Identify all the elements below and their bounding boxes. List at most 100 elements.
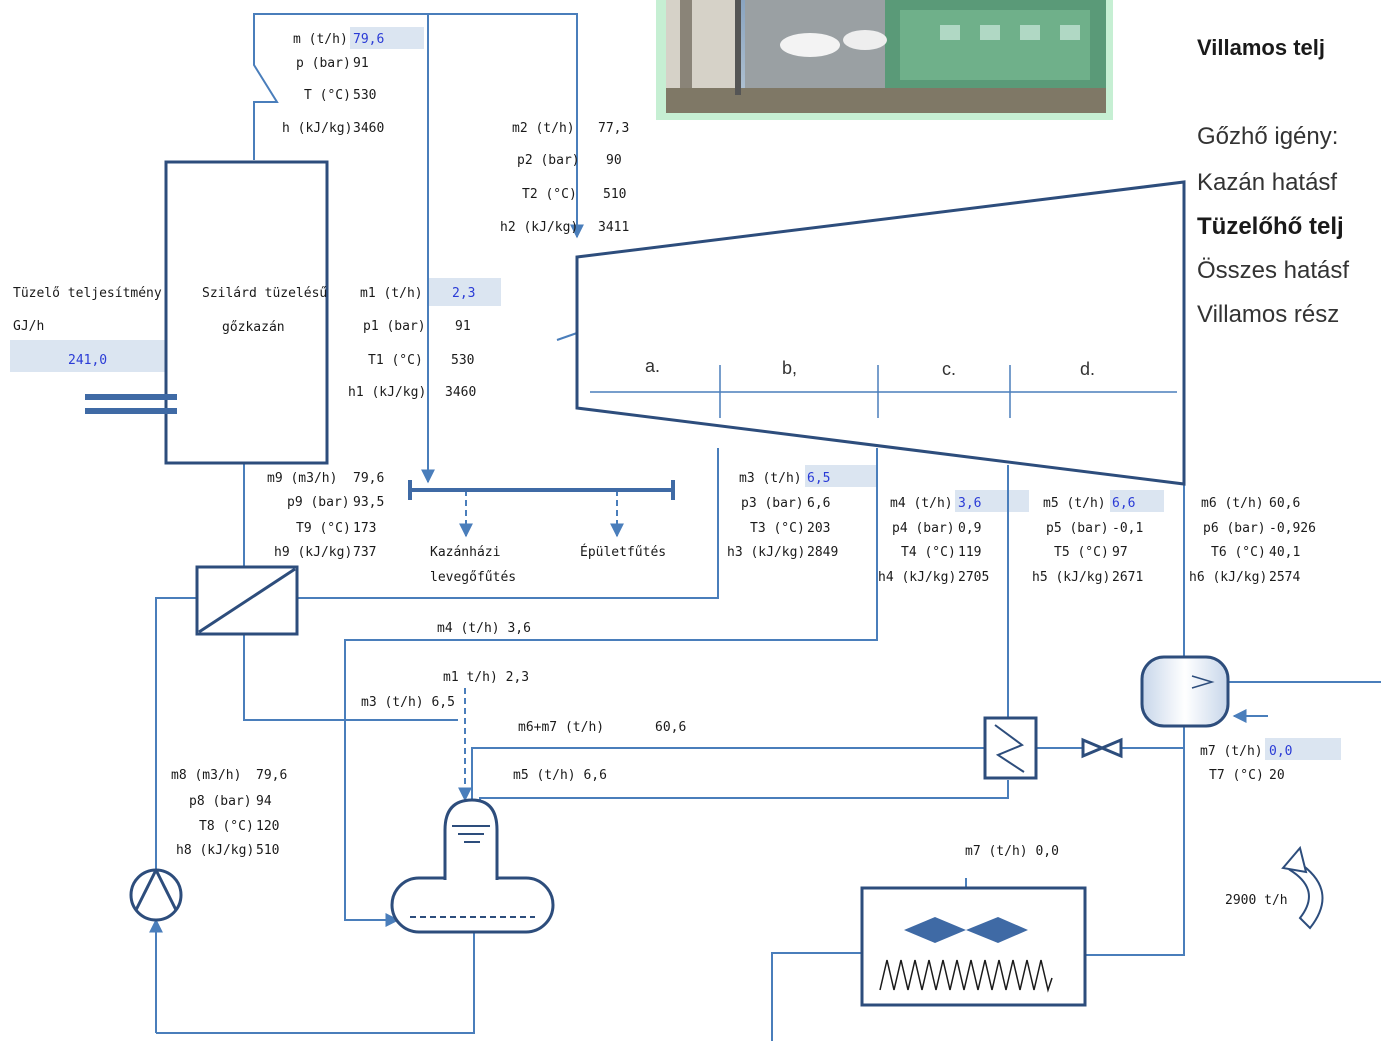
st4-m-value: 3,6: [958, 496, 981, 511]
st5-m-value: 6,6: [1112, 496, 1135, 511]
st9-m-value: 79,6: [353, 471, 384, 486]
inlet-m-label: m (t/h): [293, 32, 348, 47]
st2-h-label: h2 (kJ/kg): [500, 220, 578, 235]
st1-T-label: T1 (°C): [368, 353, 423, 368]
st4-h-label: h4 (kJ/kg): [878, 570, 956, 585]
st2-T-value: 510: [603, 187, 626, 202]
st9-T-value: 173: [353, 521, 376, 536]
st8-p-value: 94: [256, 794, 272, 809]
st3-T-value: 203: [807, 521, 830, 536]
panel-line-5: Villamos rész: [1197, 301, 1339, 328]
flow-m5: m5 (t/h) 6,6: [513, 768, 607, 783]
steam-header: [408, 480, 675, 500]
st8-m-value: 79,6: [256, 768, 287, 783]
feedwater-heater: [195, 565, 299, 636]
stream-2-labels: m2 (t/h) 77,3 p2 (bar) 90 T2 (°C) 510 h2…: [500, 121, 629, 235]
st1-p-value: 91: [455, 319, 471, 334]
circulation-arrow-icon: [1281, 845, 1324, 930]
st2-m-label: m2 (t/h): [512, 121, 575, 136]
fuel-unit: GJ/h: [13, 319, 44, 334]
st2-T-label: T2 (°C): [522, 187, 577, 202]
st1-T-value: 530: [451, 353, 474, 368]
st5-h-value: 2671: [1112, 570, 1143, 585]
user-1-line-1: Kazánházi: [430, 545, 500, 560]
flow-labels: m4 (t/h) 3,6 m1 t/h) 2,3 m3 (t/h) 6,5 m6…: [361, 621, 1059, 859]
st3-p-label: p3 (bar): [741, 496, 804, 511]
st2-h-value: 3411: [598, 220, 629, 235]
st1-h-value: 3460: [445, 385, 476, 400]
st5-T-value: 97: [1112, 545, 1128, 560]
st8-h-value: 510: [256, 843, 279, 858]
flow-m4: m4 (t/h) 3,6: [437, 621, 531, 636]
st2-m-value: 77,3: [598, 121, 629, 136]
st1-m-value: 2,3: [452, 286, 475, 301]
flow-m67-value: 60,6: [655, 720, 686, 735]
feed-pump: [129, 868, 183, 922]
cooling-tower: [860, 886, 1087, 1007]
st5-p-value: -0,1: [1112, 521, 1143, 536]
st4-p-label: p4 (bar): [892, 521, 955, 536]
st6-h-label: h6 (kJ/kg): [1189, 570, 1267, 585]
stream-6-labels: m6 (t/h) 60,6 p6 (bar) -0,926 T6 (°C) 40…: [1189, 496, 1316, 585]
inlet-T-value: 530: [353, 88, 376, 103]
st6-T-value: 40,1: [1269, 545, 1300, 560]
flow-m7-tower: m7 (t/h) 0,0: [965, 844, 1059, 859]
st6-p-value: -0,926: [1269, 521, 1316, 536]
stream-1-labels: m1 (t/h) 2,3 p1 (bar) 91 T1 (°C) 530 h1 …: [348, 286, 476, 400]
turbine-section-d: d.: [1080, 359, 1095, 379]
st6-m-label: m6 (t/h): [1201, 496, 1264, 511]
stream-3-labels: m3 (t/h) 6,5 p3 (bar) 6,6 T3 (°C) 203 h3…: [727, 471, 838, 560]
st2-p-label: p2 (bar): [517, 153, 580, 168]
inlet-m-value: 79,6: [353, 32, 384, 47]
flow-m67-label: m6+m7 (t/h): [518, 720, 604, 735]
boiler-label-2: gőzkazán: [222, 320, 285, 335]
user-1-line-2: levegőfűtés: [430, 570, 516, 585]
fuel-labels: Tüzelő teljesítmény GJ/h 241,0: [13, 286, 162, 368]
inlet-p-value: 91: [353, 56, 369, 71]
flow-m1: m1 t/h) 2,3: [443, 670, 529, 685]
condensate-cooler: [983, 716, 1038, 780]
panel-line-2: Kazán hatásf: [1197, 169, 1337, 196]
flow-m3: m3 (t/h) 6,5: [361, 695, 455, 710]
user-2: Épületfűtés: [580, 544, 666, 560]
st3-h-label: h3 (kJ/kg): [727, 545, 805, 560]
st9-p-value: 93,5: [353, 495, 384, 510]
st5-m-label: m5 (t/h): [1043, 496, 1106, 511]
fuel-label: Tüzelő teljesítmény: [13, 286, 162, 301]
st3-m-value: 6,5: [807, 471, 830, 486]
valve: [1081, 737, 1123, 759]
st7-m-label: m7 (t/h): [1200, 744, 1263, 759]
header-users: Kazánházi levegőfűtés Épületfűtés: [430, 544, 666, 585]
stream-9-labels: m9 (m3/h) 79,6 p9 (bar) 93,5 T9 (°C) 173…: [267, 471, 384, 560]
condenser: [1140, 655, 1230, 728]
st8-p-label: p8 (bar): [189, 794, 252, 809]
st8-h-label: h8 (kJ/kg): [176, 843, 254, 858]
st4-p-value: 0,9: [958, 521, 981, 536]
right-panel: Villamos telj Gőzhő igény: Kazán hatásf …: [1197, 35, 1349, 328]
st6-T-label: T6 (°C): [1211, 545, 1266, 560]
st8-T-value: 120: [256, 819, 279, 834]
st1-m-label: m1 (t/h): [360, 286, 423, 301]
st9-p-label: p9 (bar): [287, 495, 350, 510]
st3-p-value: 6,6: [807, 496, 830, 511]
panel-line-1: Gőzhő igény:: [1197, 123, 1338, 150]
st7-T-value: 20: [1269, 768, 1285, 783]
st4-m-label: m4 (t/h): [890, 496, 953, 511]
stream-inlet-labels: m (t/h) 79,6 p (bar) 91 T (°C) 530 h (kJ…: [282, 32, 384, 136]
stream-8-labels: m8 (m3/h) 79,6 p8 (bar) 94 T8 (°C) 120 h…: [171, 768, 287, 858]
st3-m-label: m3 (t/h): [739, 471, 802, 486]
st8-m-label: m8 (m3/h): [171, 768, 241, 783]
st9-T-label: T9 (°C): [296, 521, 351, 536]
deaerator: [390, 798, 555, 934]
inlet-h-label: h (kJ/kg): [282, 121, 352, 136]
st3-h-value: 2849: [807, 545, 838, 560]
st1-h-label: h1 (kJ/kg): [348, 385, 426, 400]
st9-h-label: h9 (kJ/kg): [274, 545, 352, 560]
turbine: a. b, c. d.: [575, 180, 1186, 486]
st9-m-label: m9 (m3/h): [267, 471, 337, 486]
inlet-h-value: 3460: [353, 121, 384, 136]
st1-p-label: p1 (bar): [363, 319, 426, 334]
inlet-T-label: T (°C): [304, 88, 351, 103]
